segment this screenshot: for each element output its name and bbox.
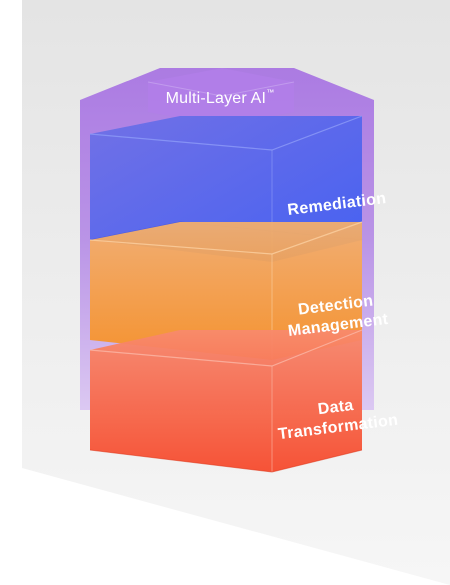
trademark-mark: ™ bbox=[266, 88, 275, 97]
layer-data bbox=[89, 329, 363, 473]
layer-detection bbox=[89, 221, 363, 360]
multi-layer-ai-text: Multi-Layer AI bbox=[165, 90, 267, 107]
multi-layer-ai-label: Multi-Layer AI™ bbox=[150, 88, 290, 108]
